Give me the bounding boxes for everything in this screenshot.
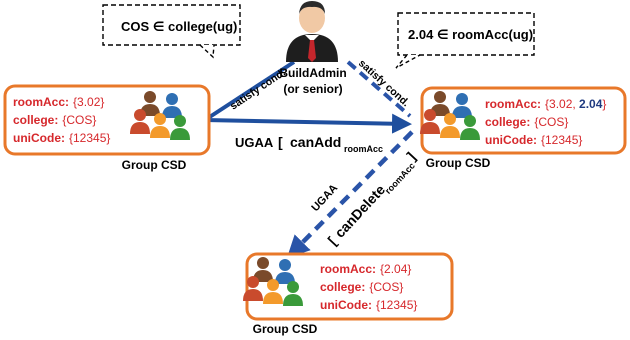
svg-text:uniCode:{12345}: uniCode: {12345}	[320, 298, 417, 312]
admin-name-line1: BuildAdmin	[279, 66, 346, 80]
right-condition-label: satisfy cond.	[356, 57, 412, 109]
group-bottom: roomAcc: {2.04} college: {COS} uniCode: {12…	[243, 252, 454, 321]
group-bottom-caption: Group CSD	[253, 322, 318, 336]
group-right-caption: Group CSD	[426, 156, 491, 170]
add-edge-label: UGAA [ canAdd roomAcc	[235, 134, 383, 154]
group-right: roomAcc: {3.02, 2.04} college: {COS} uniCo…	[420, 86, 627, 155]
delete-label-close: ]	[404, 149, 419, 163]
bottom-attr-1-name: college:	[320, 280, 365, 294]
bottom-attr-2-value: {12345}	[376, 298, 417, 312]
right-attr-1-value: {12345}	[541, 133, 582, 147]
right-condition-edge	[346, 60, 412, 118]
left-attr-2-value: {12345}	[69, 131, 110, 145]
add-edge	[204, 113, 412, 134]
left-condition-edge	[203, 60, 296, 122]
svg-text:uniCode:{12345}: uniCode: {12345}	[13, 131, 110, 145]
delete-edge-label: [ canDelete roomAcc ]	[324, 149, 419, 248]
svg-text:college:{COS}: college: {COS}	[320, 280, 403, 294]
svg-text:roomAcc:{2.04}: roomAcc: {2.04}	[320, 262, 411, 276]
delete-label-sub: roomAcc	[383, 161, 417, 196]
svg-text:roomAcc:{3.02}: roomAcc: {3.02}	[13, 95, 104, 109]
right-roomacc-name: roomAcc:	[485, 97, 541, 111]
bottom-attr-0-name: roomAcc:	[320, 262, 376, 276]
bottom-attr-1-value: {COS}	[369, 280, 403, 294]
right-attr-0-value: {COS}	[534, 115, 568, 129]
add-label-op: canAdd	[290, 134, 341, 150]
svg-text:college:{COS}: college: {COS}	[13, 113, 96, 127]
callout-right: 2.04 ∈ roomAcc(ug)	[395, 12, 535, 69]
left-attr-2-name: uniCode:	[13, 131, 65, 145]
add-label-bracket: [	[278, 134, 283, 150]
admin-name-line2: (or senior)	[283, 82, 342, 96]
bottom-attr-2-name: uniCode:	[320, 298, 372, 312]
left-attr-1-value: {COS}	[62, 113, 96, 127]
left-attr-0-value: {3.02}	[73, 95, 104, 109]
svg-text:uniCode:{12345}: uniCode: {12345}	[485, 133, 582, 147]
callout-right-text: 2.04 ∈ roomAcc(ug)	[408, 27, 533, 42]
group-left-caption: Group CSD	[122, 158, 187, 172]
delete-edge	[286, 130, 414, 259]
group-left: roomAcc: {3.02} college: {COS} uniCode: {12…	[3, 84, 211, 156]
right-attr-1-name: uniCode:	[485, 133, 537, 147]
left-attr-1-name: college:	[13, 113, 58, 127]
svg-text:roomAcc:{3.02, 2.04}: roomAcc: {3.02, 2.04}	[485, 97, 606, 111]
right-attr-0-name: college:	[485, 115, 530, 129]
admin-person-icon	[286, 1, 338, 62]
add-label-sub: roomAcc	[344, 144, 383, 154]
right-roomacc-new: 2.04	[579, 97, 603, 111]
add-label-prefix: UGAA	[235, 135, 274, 150]
svg-text:college:{COS}: college: {COS}	[485, 115, 568, 129]
bottom-attr-0-value: {2.04}	[380, 262, 411, 276]
left-attr-0-name: roomAcc:	[13, 95, 69, 109]
callout-left: COS ∈ college(ug)	[102, 4, 241, 59]
right-roomacc-open: {3.02,	[545, 97, 579, 111]
callout-left-text: COS ∈ college(ug)	[121, 19, 237, 34]
right-roomacc-close: }	[602, 97, 606, 111]
